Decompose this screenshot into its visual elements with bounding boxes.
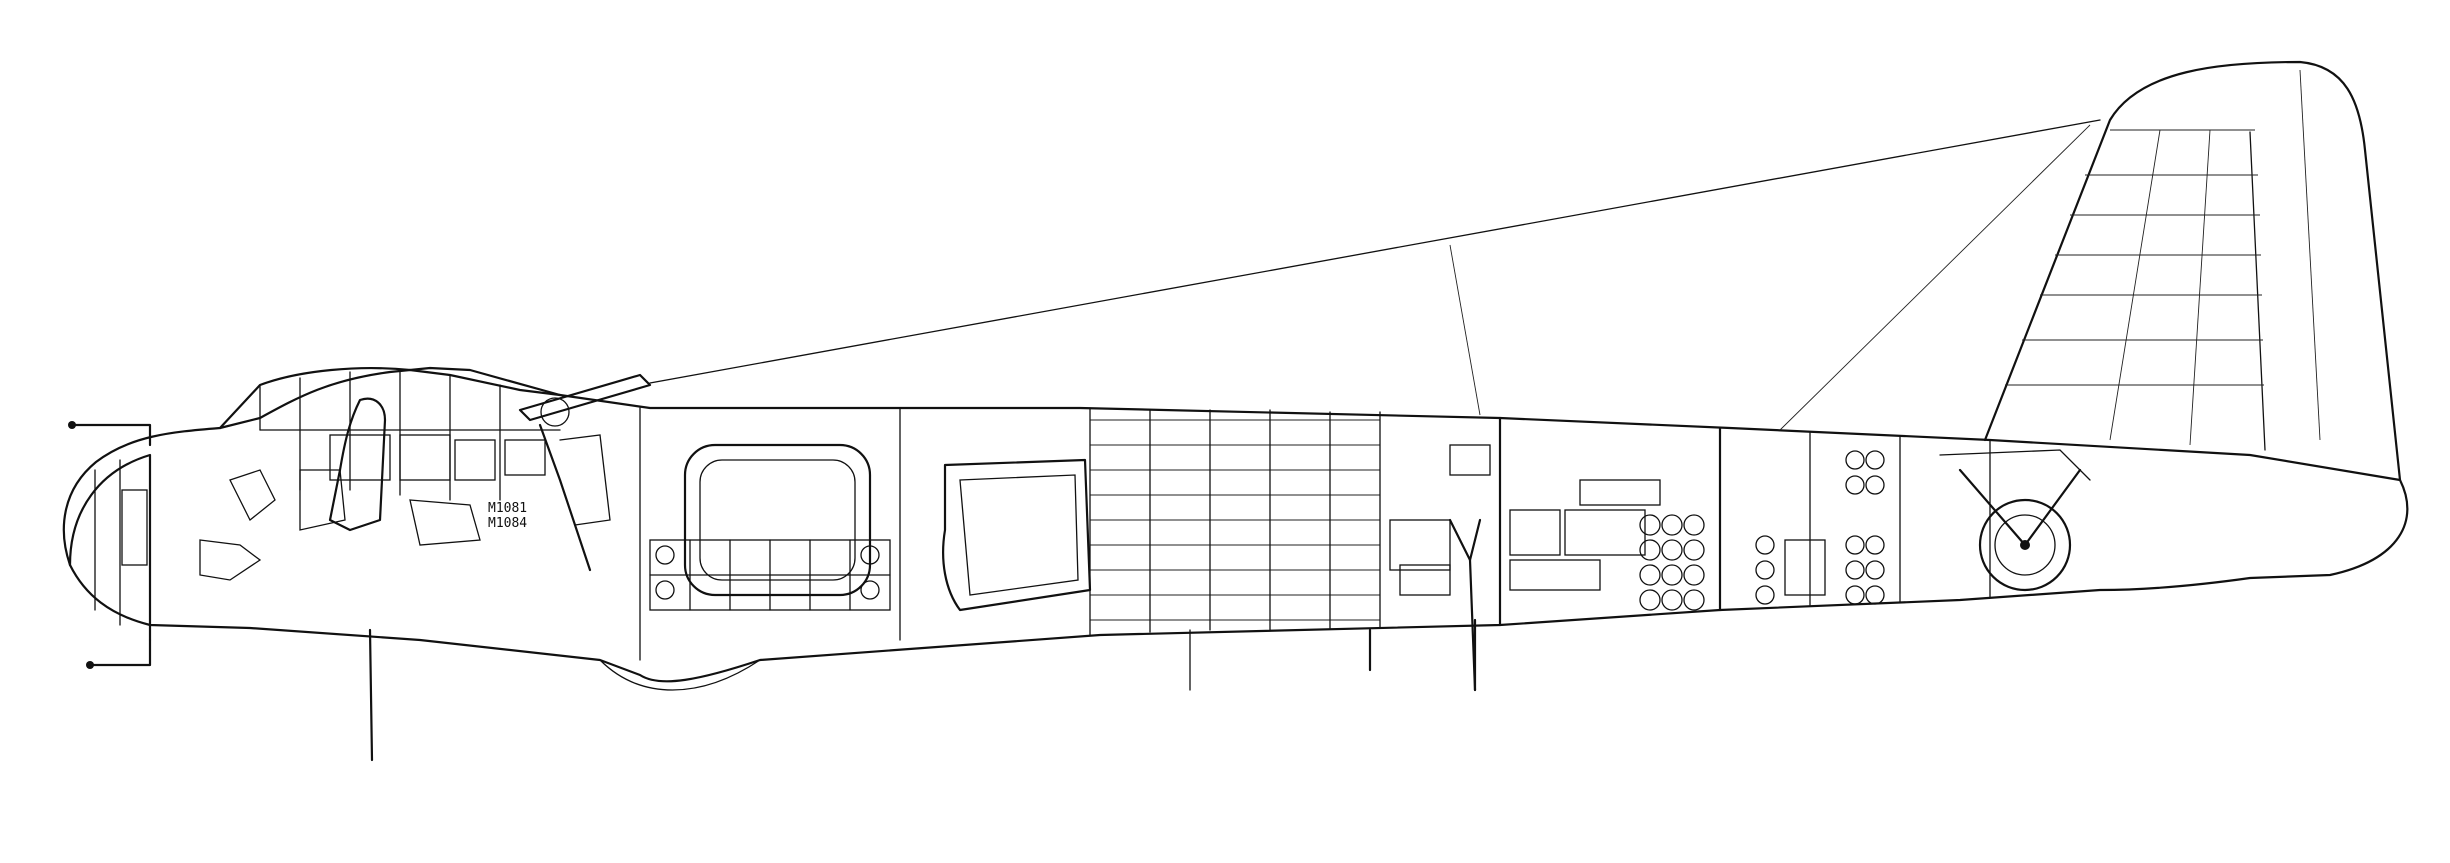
oxygen-bottles-aft bbox=[1755, 450, 1885, 605]
fuel-tank bbox=[683, 443, 872, 597]
antenna-wire bbox=[649, 119, 2101, 431]
nose-antenna bbox=[68, 421, 152, 669]
crew-seat bbox=[199, 397, 481, 581]
stencil-label-1: M1081 bbox=[488, 501, 527, 516]
auxiliary-tank bbox=[942, 458, 1092, 612]
bomb-bay-frames bbox=[649, 539, 891, 611]
stencil-label-2: M1084 bbox=[488, 516, 527, 531]
vertical-tail bbox=[1983, 60, 2402, 482]
stencil-labels: M1081 M1084 bbox=[488, 501, 527, 531]
nose-glazing bbox=[68, 453, 152, 642]
oxygen-bottles-forward bbox=[1639, 514, 1705, 611]
fuselage-stringers bbox=[1090, 419, 1380, 621]
radio-equipment bbox=[1389, 444, 1661, 692]
fuselage-frames bbox=[639, 407, 1991, 661]
tail-wheel bbox=[1939, 449, 2091, 592]
dorsal-gun-position bbox=[518, 373, 652, 572]
fuselage-outline bbox=[62, 366, 2409, 691]
ventral-antennas bbox=[368, 618, 1477, 762]
cockpit-canopy bbox=[218, 367, 562, 501]
